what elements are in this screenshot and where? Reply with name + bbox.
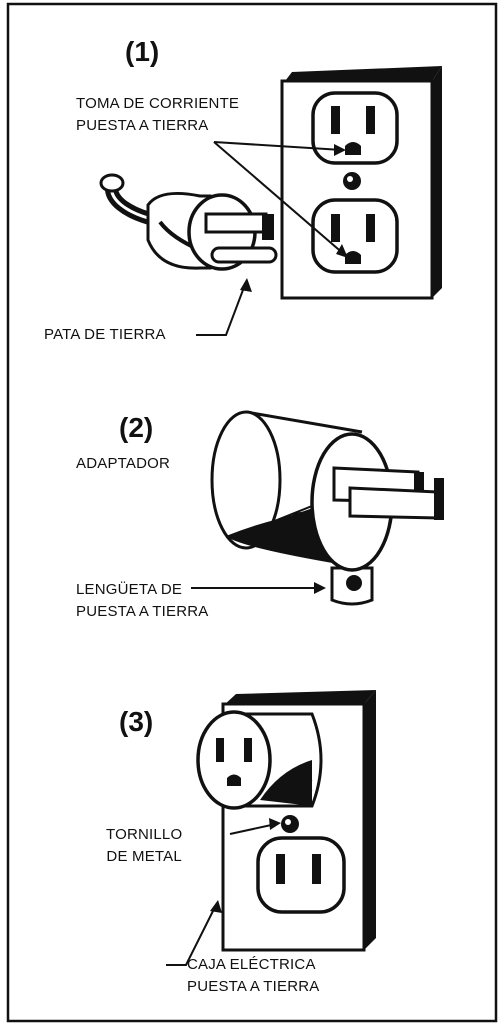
grounded-outlet-wallplate xyxy=(280,66,442,300)
ground-pin-label: PATA DE TIERRA xyxy=(44,326,166,343)
three-prong-plug xyxy=(99,173,278,271)
metal-screw-label-line-1: TORNILLO xyxy=(106,826,183,843)
figure-3-number: (3) xyxy=(119,706,154,737)
metal-screw-label-line-2: DE METAL xyxy=(106,848,182,865)
leader-arrowheads-figure-3 xyxy=(210,818,281,913)
grounding-tab-label-line-2: PUESTA A TIERRA xyxy=(76,603,209,620)
grounding-tab-label-line-1: LENGÜETA DE xyxy=(76,581,183,598)
leader-arrowheads-figure-2 xyxy=(314,582,326,594)
leader-lines-figure-1 xyxy=(196,141,346,336)
grounding-tab-label: LENGÜETA DE PUESTA A TIERRA xyxy=(76,579,209,623)
grounded-outlet-label-line-2: PUESTA A TIERRA xyxy=(76,117,209,134)
diagram-border xyxy=(6,2,498,1023)
metal-screw-label: TORNILLO DE METAL xyxy=(106,824,182,868)
leader-lines-figure-3 xyxy=(166,823,277,966)
adapter-label: ADAPTADOR xyxy=(76,455,171,472)
grounding-adapter xyxy=(210,410,444,606)
figure-1-number: (1) xyxy=(125,36,160,67)
electrical-box-label-line-2: PUESTA A TIERRA xyxy=(187,978,320,995)
figure-2-number: (2) xyxy=(119,412,154,443)
leader-arrowheads-figure-1 xyxy=(240,144,348,292)
electrical-box-label-line-1: CAJA ELÉCTRICA xyxy=(187,956,316,973)
outlet-with-adapter xyxy=(196,690,376,952)
electrical-box-label: CAJA ELÉCTRICA PUESTA A TIERRA xyxy=(187,954,320,998)
grounded-outlet-label: TOMA DE CORRIENTE PUESTA A TIERRA xyxy=(76,93,239,137)
grounded-outlet-label-line-1: TOMA DE CORRIENTE xyxy=(76,95,240,112)
